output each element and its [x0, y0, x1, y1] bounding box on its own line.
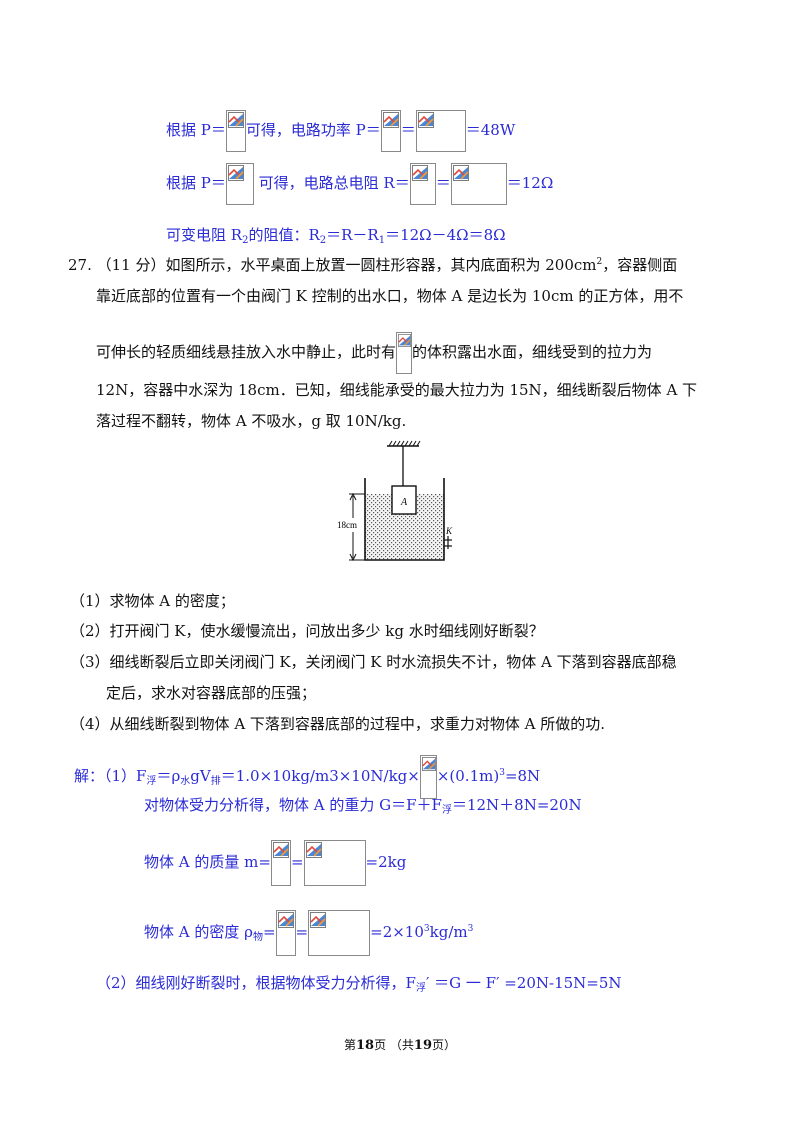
q27-line-5: 落过程不翻转，物体 A 不吸水，g 取 10N/kg.	[96, 412, 407, 430]
q27-line-3: 可伸长的轻质细线悬挂放入水中静止，此时有的体积露出水面，细线受到的拉力为	[96, 332, 652, 374]
solution-line-5: （2）细线刚好断裂时，根据物体受力分析得，F浮′ ＝G 一 F′ =20N-15…	[96, 974, 622, 994]
block-a	[391, 485, 417, 515]
valve-k	[444, 536, 452, 549]
ceiling-hatch	[387, 440, 421, 447]
solution-line-3: 物体 A 的质量 m===2kg	[144, 840, 406, 886]
formula-image-icon	[303, 840, 366, 886]
top-line-2: 根据 P＝ 可得，电路总电阻 R＝＝＝12Ω	[166, 163, 553, 205]
valve-k-label: K	[445, 526, 453, 536]
q27-line-4: 12N，容器中水深为 18cm．已知，细线能承受的最大拉力为 15N，细线断裂后…	[96, 381, 698, 399]
formula-image-icon	[308, 910, 371, 956]
total-pages: 19	[413, 1038, 432, 1053]
question-4: （4）从细线断裂到物体 A 下落到容器底部的过程中，求重力对物体 A 所做的功.	[70, 715, 606, 733]
block-a-label: A	[400, 497, 408, 508]
formula-image-icon	[409, 163, 436, 205]
q27-line-2: 靠近底部的位置有一个由阀门 K 控制的出水口，物体 A 是边长为 10cm 的正…	[96, 287, 684, 305]
solution-line-4: 物体 A 的密度 ρ物===2×103kg/m3	[144, 910, 473, 956]
top-line-3: 可变电阻 R2的阻值：R2＝R－R1＝12Ω－4Ω＝8Ω	[166, 226, 506, 246]
formula-image-icon	[225, 110, 246, 152]
question-3: （3）细线断裂后立即关闭阀门 K，关闭阀门 K 时水流损失不计，物体 A 下落到…	[70, 653, 677, 671]
question-3-cont: 定后，求水对容器底部的压强；	[106, 684, 317, 702]
question-1: （1）求物体 A 的密度；	[70, 592, 235, 610]
formula-image-icon	[450, 163, 507, 205]
solution-line-1: 解：（1）F浮＝ρ水gV排＝1.0×10kg/m3×10N/kg××(0.1m)…	[74, 755, 540, 799]
formula-image-icon	[415, 110, 466, 152]
fraction-image-icon	[396, 332, 413, 374]
solution-line-2: 对物体受力分析得，物体 A 的重力 G＝F＋F浮＝12N＋8N=20N	[144, 796, 582, 816]
top-line-1: 根据 P＝可得，电路功率 P＝＝＝48W	[166, 110, 515, 152]
page-number: 18	[355, 1038, 375, 1053]
depth-label: 18cm	[337, 520, 357, 530]
question-2: （2）打开阀门 K，使水缓慢流出，问放出多少 kg 水时细线刚好断裂？	[70, 622, 544, 640]
depth-dimension	[349, 492, 365, 562]
formula-image-icon	[275, 910, 296, 956]
formula-image-icon	[380, 110, 401, 152]
q27-line-1: 27. （11 分）如图所示，水平桌面上放置一圆柱形容器，其内底面积为 200c…	[68, 256, 678, 274]
formula-image-icon	[270, 840, 291, 886]
container	[364, 478, 445, 561]
formula-image-icon	[225, 163, 254, 205]
container-diagram: A K 18cm	[337, 440, 453, 562]
page-footer: 第18页 （共19页）	[343, 1038, 457, 1053]
fraction-image-icon	[419, 755, 437, 799]
